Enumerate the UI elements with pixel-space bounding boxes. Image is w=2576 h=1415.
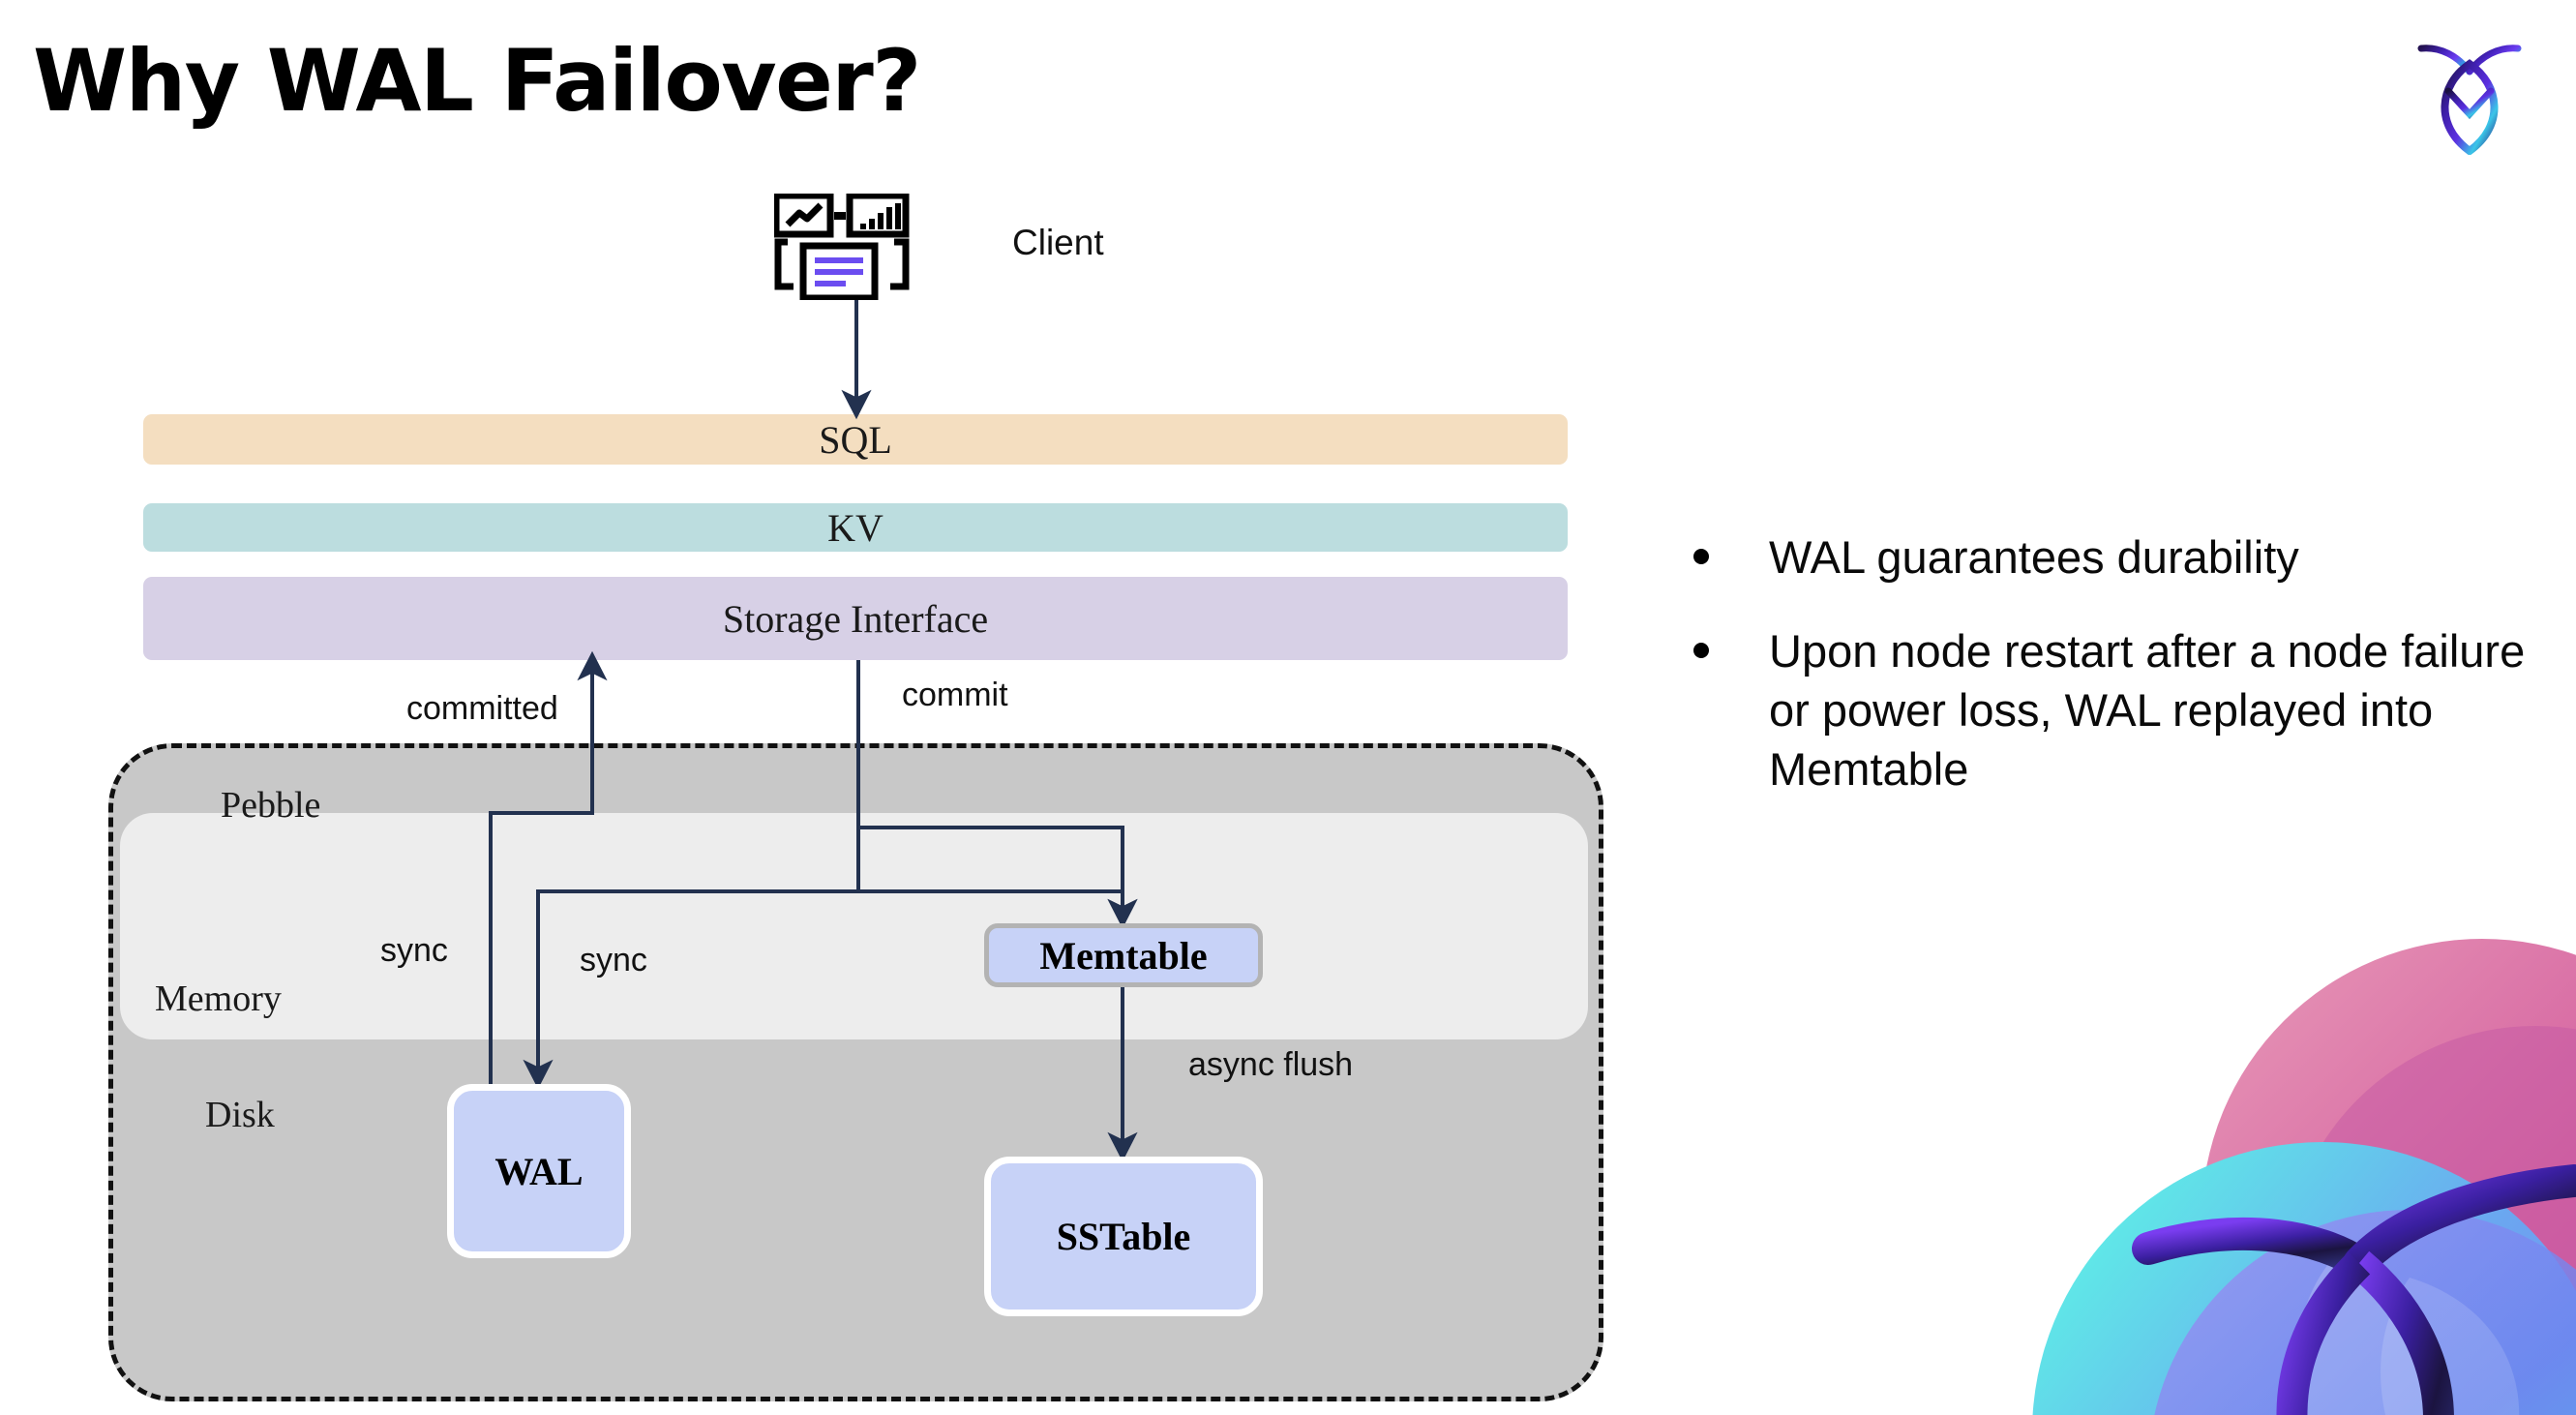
layer-bar-kv: KV (143, 503, 1568, 552)
disk-label: Disk (205, 1095, 275, 1135)
node-wal: WAL (447, 1084, 631, 1258)
node-label-wal: WAL (494, 1149, 584, 1193)
node-label-sstable: SSTable (1056, 1215, 1191, 1258)
node-sstable: SSTable (984, 1157, 1263, 1316)
cockroachdb-logo-icon (2411, 29, 2528, 156)
layer-label-storage-interface: Storage Interface (722, 596, 989, 641)
node-label-memtable: Memtable (1039, 933, 1208, 978)
node-memtable: Memtable (984, 923, 1263, 987)
layer-label-kv: KV (827, 505, 884, 550)
pebble-label: Pebble (221, 785, 321, 826)
page-title: Why WAL Failover? (33, 31, 921, 131)
bullet-text: WAL guarantees durability (1769, 531, 2299, 583)
edge-label-sync-right: sync (580, 942, 647, 978)
bullet-list: WAL guarantees durability Upon node rest… (1693, 527, 2545, 833)
layer-label-sql: SQL (819, 417, 892, 462)
bullet-text: Upon node restart after a node failure o… (1769, 625, 2526, 796)
client-dashboard-icon (772, 192, 929, 302)
list-item: Upon node restart after a node failure o… (1693, 621, 2545, 798)
layer-bar-storage-interface: Storage Interface (143, 577, 1568, 660)
bullet-dot-icon (1693, 549, 1709, 564)
list-item: WAL guarantees durability (1693, 527, 2545, 587)
edge-label-committed: committed (406, 690, 558, 727)
memory-label: Memory (155, 978, 282, 1019)
bullet-dot-icon (1693, 643, 1709, 659)
client-label: Client (1012, 223, 1104, 262)
layer-bar-sql: SQL (143, 414, 1568, 465)
edge-label-sync-left: sync (380, 932, 448, 969)
cockroachdb-watermark-icon (1955, 929, 2576, 1415)
memory-region (120, 813, 1588, 1039)
edge-label-commit: commit (902, 677, 1008, 713)
architecture-diagram: Client SQL KV Storage Interface Pebble M… (108, 192, 1603, 1401)
edge-label-async-flush: async flush (1188, 1046, 1354, 1083)
